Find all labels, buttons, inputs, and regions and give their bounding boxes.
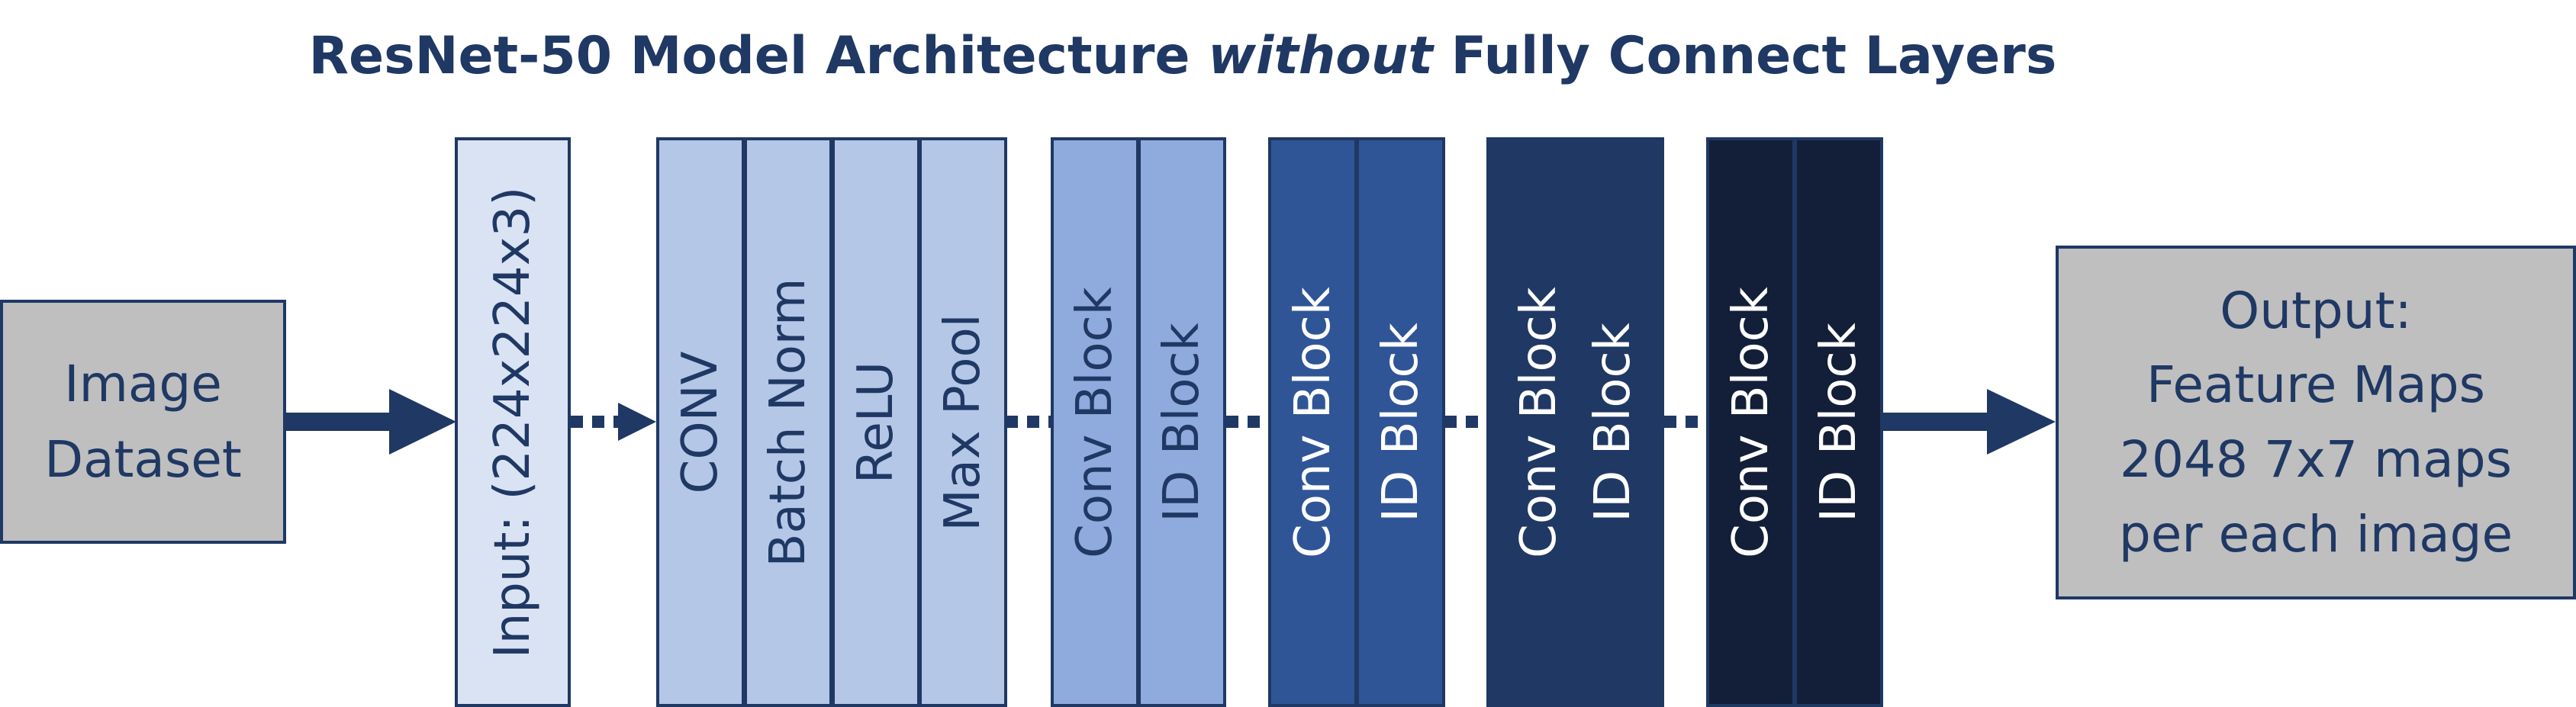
stage1-max-pool: Max Pool bbox=[919, 137, 1007, 707]
stage3-conv-block: Conv Block bbox=[1268, 137, 1357, 707]
stage2-id-block: ID Block bbox=[1138, 137, 1226, 707]
output-line-4: per each image bbox=[2118, 504, 2513, 564]
input-layer: Input: (224x224x3) bbox=[455, 137, 571, 707]
arrow-head-stage5-to-output bbox=[1987, 389, 2056, 455]
stage3-id-block: ID Block bbox=[1356, 137, 1445, 707]
stage1-batch-norm: Batch Norm bbox=[744, 137, 832, 707]
image-dataset-line-1: Image bbox=[64, 355, 222, 413]
stage5-conv-block: Conv Block bbox=[1706, 137, 1795, 707]
stage1-relu-label: ReLU bbox=[848, 361, 904, 484]
stage4-conv-block-label: Conv Block bbox=[1511, 286, 1568, 558]
input-layer-label: Input: (224x224x3) bbox=[485, 186, 541, 658]
stage1-max-pool-label: Max Pool bbox=[935, 313, 991, 532]
stage1-conv: CONV bbox=[656, 137, 745, 707]
stage5-conv-block-label: Conv Block bbox=[1722, 286, 1779, 558]
stage5-id-block: ID Block bbox=[1794, 137, 1883, 707]
image-dataset-line-2: Dataset bbox=[44, 430, 242, 489]
stage4-id-block-label: ID Block bbox=[1585, 322, 1641, 522]
arrow-head-input-to-stage1 bbox=[618, 403, 656, 441]
stage1-batch-norm-label: Batch Norm bbox=[760, 278, 816, 567]
stage5-id-block-label: ID Block bbox=[1810, 322, 1867, 522]
image-dataset-box: Image Dataset bbox=[0, 300, 286, 544]
stage1-relu: ReLU bbox=[832, 137, 920, 707]
arrow-shaft-dataset-to-input bbox=[285, 413, 399, 431]
stage2-conv-block: Conv Block bbox=[1051, 137, 1139, 707]
stage3-conv-block-label: Conv Block bbox=[1284, 286, 1341, 558]
output-line-3: 2048 7x7 maps bbox=[2120, 430, 2512, 489]
arrow-head-dataset-to-input bbox=[389, 389, 456, 455]
output-line-1: Output: bbox=[2220, 281, 2412, 340]
diagram-title: ResNet-50 Model Architecture without Ful… bbox=[0, 26, 2365, 86]
stage3-id-block-label: ID Block bbox=[1372, 322, 1429, 522]
title-emphasis: without bbox=[1208, 26, 1433, 86]
arrow-shaft-stage5-to-output bbox=[1882, 413, 1997, 431]
output-box: Output: Feature Maps 2048 7x7 maps per e… bbox=[2056, 246, 2576, 599]
stage1-conv-label: CONV bbox=[672, 351, 729, 493]
stage2-conv-block-label: Conv Block bbox=[1067, 286, 1123, 558]
output-line-2: Feature Maps bbox=[2146, 355, 2486, 415]
stage2-id-block-label: ID Block bbox=[1154, 322, 1210, 522]
title-suffix: Fully Connect Layers bbox=[1432, 26, 2057, 86]
title-prefix: ResNet-50 Model Architecture bbox=[308, 26, 1209, 86]
stage4-block: Conv Block ID Block bbox=[1486, 137, 1664, 707]
